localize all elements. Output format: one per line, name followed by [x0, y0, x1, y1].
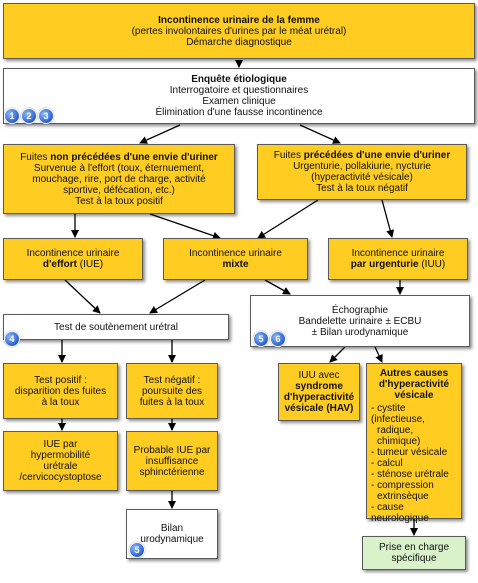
- iuu-line-1: Incontinence urinaire: [351, 248, 445, 259]
- arrow-enquete-to-non: [139, 124, 181, 144]
- reference-badge-5[interactable]: 5: [253, 331, 269, 347]
- iue-insuf-line-3: sphinctérienne: [139, 466, 205, 478]
- fuites-prec-line-1: Urgenturie, pollakiurie, nycturie: [293, 161, 431, 172]
- test-soutenement-label: Test de soutènement urétral: [54, 321, 178, 333]
- autres-title-1: Autres causes: [379, 368, 449, 379]
- fuites-prec-heading: Fuites précédées d'une envie d'uriner: [273, 150, 451, 161]
- enquete-line-1: Interrogatoire et questionnaires: [169, 85, 309, 96]
- arrow-mixte-to-test: [149, 279, 206, 314]
- title-text: Incontinence urinaire de la femme: [158, 14, 320, 26]
- test-positif-box: Test positif : disparition des fuites à …: [3, 363, 118, 419]
- iue-insuffisance-box: Probable IUE par insuffisance sphinctéri…: [126, 431, 218, 491]
- test-neg-line-3: fuites à la toux: [139, 396, 205, 408]
- reference-badge-5b[interactable]: 5: [129, 542, 145, 558]
- test-soutenement-box: Test de soutènement urétral: [3, 314, 229, 340]
- list-item: radique, chimique): [377, 425, 421, 447]
- subtitle-text: (pertes involontaires d'urines par le mé…: [131, 25, 347, 37]
- iuu-hav-line-2: syndrome: [295, 381, 343, 392]
- test-pos-line-1: Test positif :: [34, 374, 87, 386]
- echo-line-2: Bandelette urinaire ± ECBU: [298, 315, 422, 327]
- fuites-non-line-4: Test à la toux positif: [75, 195, 163, 207]
- fuites-prec-line-3: Test à la toux négatif: [316, 183, 408, 194]
- prise-line-1: Prise en charge: [378, 542, 450, 553]
- arrow-echo-to-autres: [374, 346, 383, 363]
- prise-line-2: spécifique: [391, 553, 437, 564]
- echo-line-1: Échographie: [331, 304, 389, 316]
- mixte-line-2: mixte: [222, 259, 249, 270]
- iuu-box: Incontinence urinaire par urgenturie (IU…: [328, 238, 468, 280]
- fuites-non-line-3: sportive, défécation, etc.): [63, 184, 175, 196]
- list-item: extrinsèque: [377, 491, 429, 502]
- iuu-hav-line-4: vésicale (HAV): [284, 403, 354, 414]
- bilan-line-2: urodynamique: [140, 534, 204, 545]
- fuites-non-line-2: mouchage, rire, port de charge, activité: [32, 173, 206, 185]
- reference-badge-4[interactable]: 4: [4, 331, 20, 347]
- iue-insuf-line-2: insuffisance: [145, 455, 199, 467]
- title-box: Incontinence urinaire de la femme (perte…: [3, 3, 475, 59]
- fuites-non-precedees-box: Fuites non précédées d'une envie d'urine…: [3, 144, 235, 214]
- arrow-prec-to-iuu: [381, 199, 395, 238]
- iue-hyper-line-4: /cervicocystoptose: [19, 472, 102, 483]
- fuites-non-heading: Fuites non précédées d'une envie d'urine…: [20, 151, 218, 163]
- test-negatif-box: Test négatif : poursuite des fuites à la…: [126, 363, 218, 419]
- list-item: - compression: [371, 480, 434, 491]
- reference-badge-6[interactable]: 6: [270, 331, 286, 347]
- bilan-line-1: Bilan: [160, 523, 184, 534]
- iuu-line-2: par urgenturie (IUU): [350, 259, 446, 270]
- iue-hyper-line-1: IUE par: [43, 439, 78, 450]
- arrow-echo-to-hav: [329, 346, 346, 363]
- iue-hyper-line-2: hypermobilité: [30, 450, 91, 461]
- arrow-mixte-to-echo: [264, 279, 291, 295]
- enquete-line-3: Élimination d'une fausse incontinence: [155, 107, 323, 118]
- arrow-iue-to-test: [64, 279, 101, 314]
- test-neg-line-1: Test négatif :: [143, 374, 201, 386]
- test-neg-line-2: poursuite des: [141, 385, 203, 397]
- list-item: - calcul: [371, 458, 403, 469]
- arrow-enquete-to-prec: [299, 124, 341, 144]
- iue-box: Incontinence urinaire d'effort (IUE): [3, 238, 143, 280]
- echo-line-3: ± Bilan urodynamique: [311, 326, 409, 338]
- iue-line-2: d'effort (IUE): [42, 259, 104, 270]
- list-item: - cause neurologique: [371, 502, 429, 524]
- iue-hyper-line-3: urétrale: [43, 461, 78, 472]
- fuites-prec-line-2: (hyperactivité vésicale): [311, 172, 413, 183]
- iuu-hav-line-1: IUU avec: [298, 370, 340, 381]
- autres-title-3: vésicale: [394, 390, 434, 401]
- fuites-precedees-box: Fuites précédées d'une envie d'uriner Ur…: [257, 144, 467, 200]
- iuu-hav-box: IUU avec syndrome d'hyperactivité vésica…: [278, 363, 360, 421]
- mixte-box: Incontinence urinaire mixte: [163, 238, 308, 280]
- reference-badge-3[interactable]: 3: [38, 108, 54, 124]
- iue-hypermobilite-box: IUE par hypermobilité urétrale /cervicoc…: [3, 431, 118, 491]
- autres-causes-box: Autres causes d'hyperactivité vésicale -…: [366, 363, 462, 524]
- iue-line-1: Incontinence urinaire: [26, 248, 120, 259]
- enquete-box: Enquête étiologique Interrogatoire et qu…: [3, 68, 475, 124]
- iuu-hav-line-3: d'hyperactivité: [283, 392, 355, 403]
- subtitle2-text: Démarche diagnostique: [186, 36, 292, 48]
- list-item: - tumeur vésicale: [371, 447, 448, 458]
- test-pos-line-2: disparition des fuites: [14, 385, 107, 397]
- list-item: - sténose urétrale: [371, 469, 449, 480]
- autres-list: - cystite (infectieuse, radique, chimiqu…: [371, 403, 457, 524]
- test-pos-line-3: à la toux: [41, 396, 80, 408]
- reference-badge-1[interactable]: 1: [4, 108, 20, 124]
- enquete-title: Enquête étiologique: [191, 74, 287, 85]
- arrow-non-to-mixte: [149, 213, 221, 240]
- echographie-box: Échographie Bandelette urinaire ± ECBU ±…: [250, 295, 470, 347]
- list-item: - cystite (infectieuse,: [371, 403, 425, 425]
- prise-en-charge-box: Prise en charge spécifique: [362, 536, 466, 570]
- iue-insuf-line-1: Probable IUE par: [133, 444, 211, 456]
- autres-title-2: d'hyperactivité: [378, 379, 450, 390]
- mixte-line-1: Incontinence urinaire: [189, 248, 282, 259]
- fuites-non-line-1: Survenue à l'effort (toux, éternuement,: [33, 162, 205, 174]
- enquete-line-2: Examen clinique: [202, 96, 276, 107]
- arrow-prec-to-mixte: [257, 199, 319, 239]
- reference-badge-2[interactable]: 2: [21, 108, 37, 124]
